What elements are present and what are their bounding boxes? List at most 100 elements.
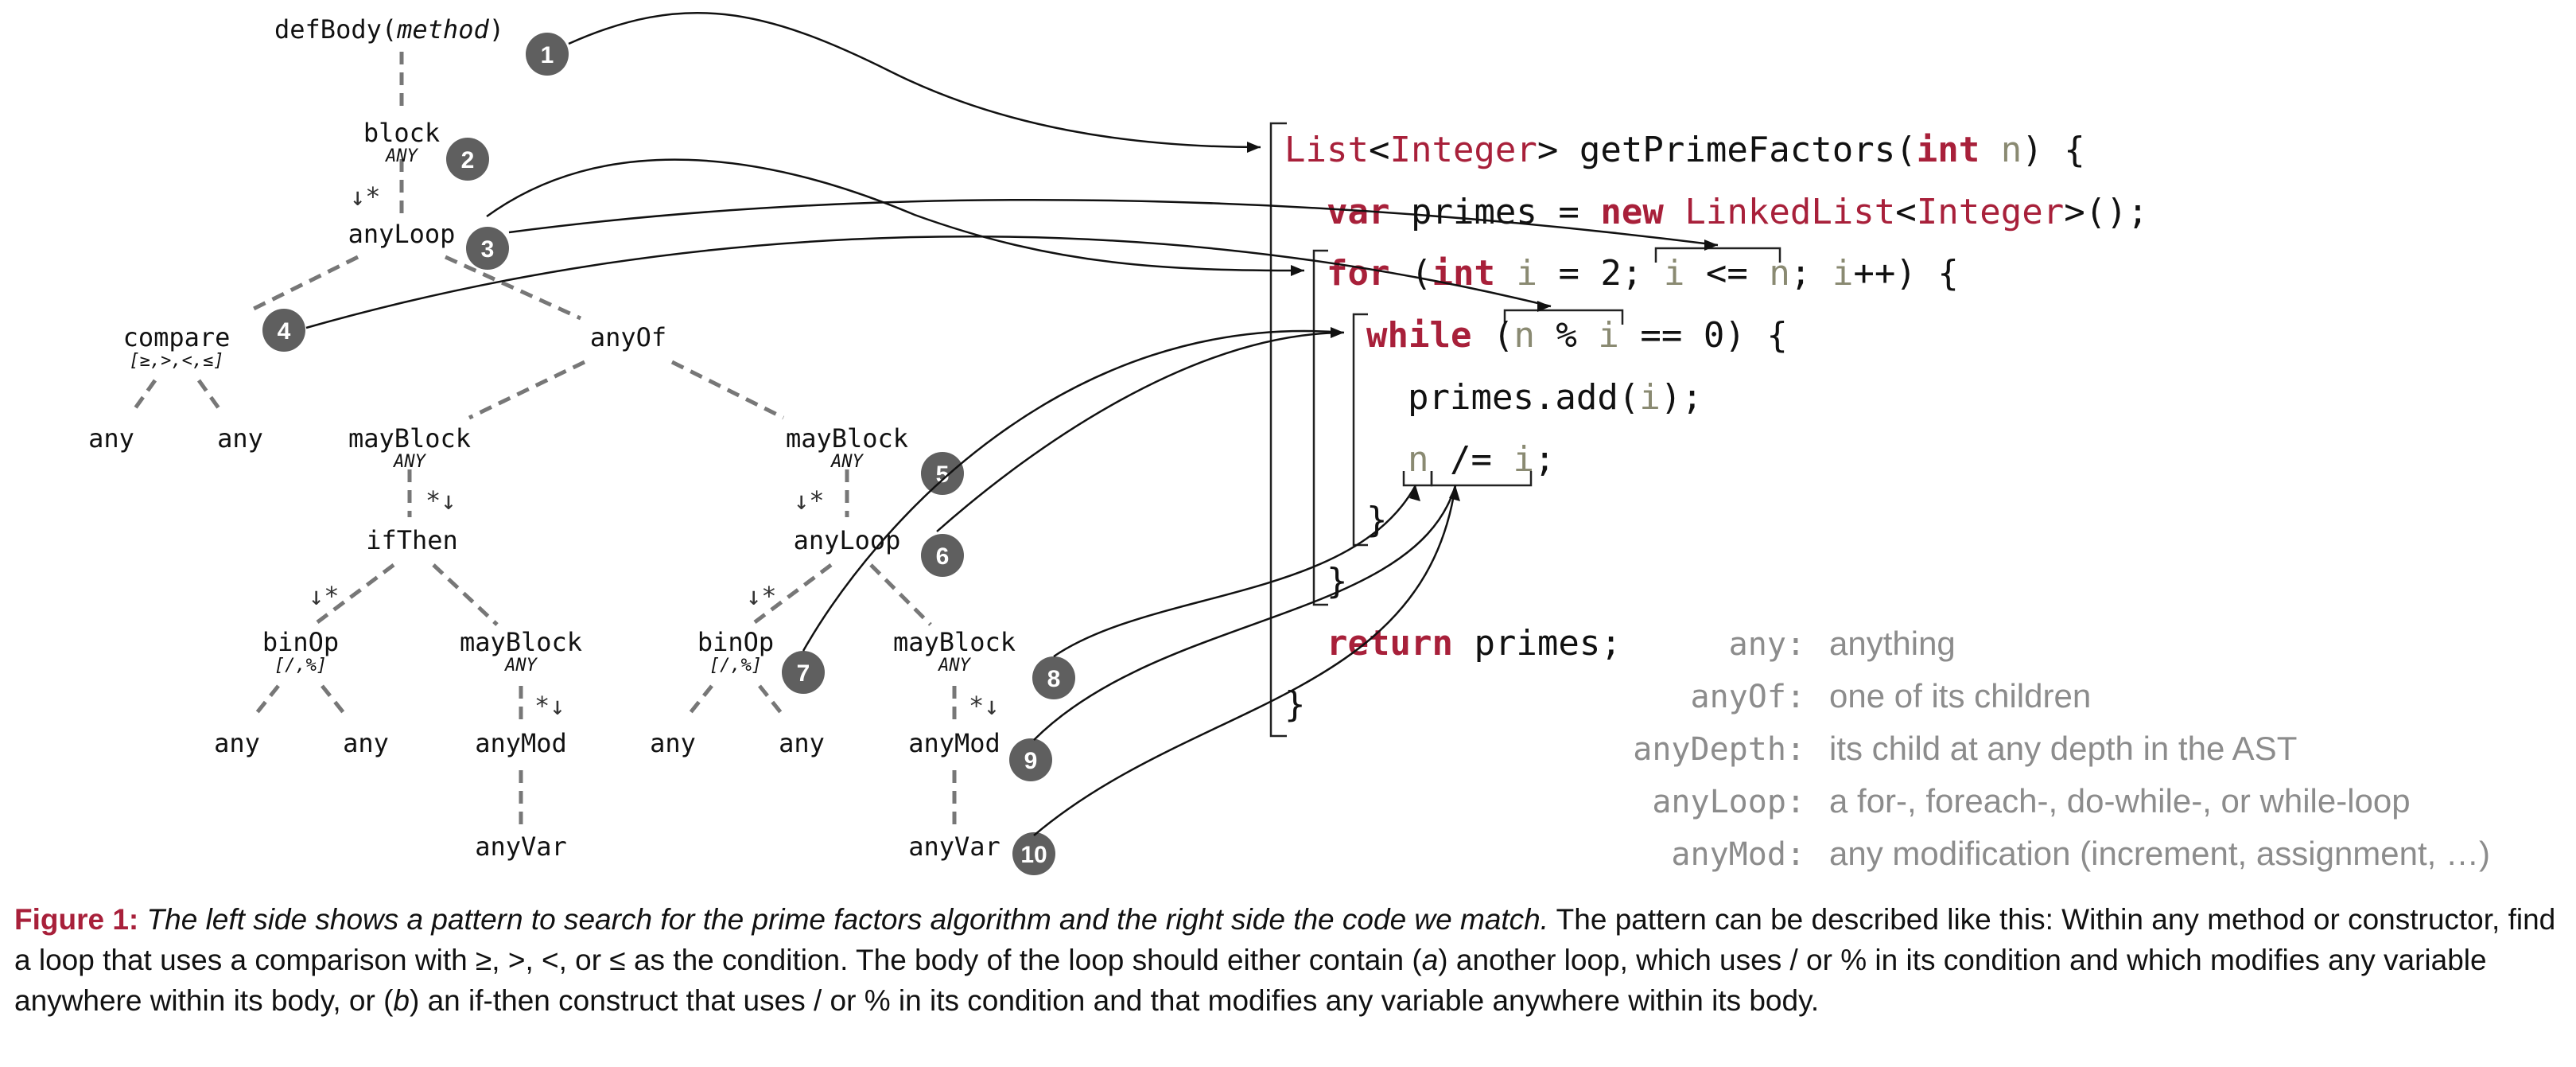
badge-7: 7	[782, 651, 825, 694]
descent-labels: ↓* *↓ ↓* ↓* ↓* *↓ *↓	[309, 181, 1000, 721]
svg-text:7: 7	[797, 660, 810, 687]
caption-italic: The left side shows a pattern to search …	[146, 903, 1549, 936]
svg-text:5: 5	[936, 461, 950, 488]
code-line: }	[1366, 500, 1388, 540]
node-mayblock-ifbody-sub: ANY	[503, 656, 538, 676]
node-mayblock-loop-sub: ANY	[830, 452, 864, 472]
legend-key: anyDepth:	[1633, 731, 1805, 768]
node-mayblock-loopbody: mayBlock	[893, 627, 1016, 657]
caption-a: a	[1421, 944, 1439, 976]
badge-9: 9	[1009, 738, 1052, 781]
code-token: List	[1284, 130, 1369, 170]
descent-label: ↓*	[746, 581, 777, 611]
code-token: <	[1369, 130, 1390, 170]
svg-text:4: 4	[278, 318, 291, 345]
code-token: /=	[1429, 439, 1513, 480]
svg-text:8: 8	[1047, 666, 1061, 692]
node-anyloop-outer: anyLoop	[348, 219, 456, 249]
svg-text:9: 9	[1024, 748, 1038, 774]
svg-text:2: 2	[461, 147, 475, 173]
code-line: var primes = new LinkedList<Integer>();	[1327, 192, 2148, 232]
code-token: Integer	[1389, 130, 1537, 170]
node-mayblock-if: mayBlock	[348, 423, 471, 454]
node-binop-if-any-right: any	[343, 728, 389, 758]
code-token: ;	[1534, 439, 1556, 480]
node-binop-if: binOp	[262, 627, 339, 657]
caption-text: ) another loop, which uses / or % in its…	[14, 944, 2487, 1017]
svg-text:10: 10	[1020, 842, 1047, 868]
code-listing: List<Integer> getPrimeFactors(int n) { v…	[1284, 130, 2148, 725]
node-anyvar-if: anyVar	[475, 831, 567, 862]
badge-8: 8	[1032, 656, 1075, 699]
code-token: int	[1917, 130, 1980, 170]
descent-label: ↓*	[309, 581, 340, 611]
node-anyloop-inner: anyLoop	[794, 525, 901, 555]
badge-3: 3	[466, 227, 509, 270]
node-binop-loop-any-right: any	[779, 728, 825, 758]
legend-desc: any modification (increment, assignment,…	[1829, 835, 2490, 872]
code-line: n /= i;	[1408, 439, 1555, 480]
caption-label: Figure 1:	[14, 903, 139, 936]
code-token	[1664, 192, 1685, 232]
figure-caption: Figure 1: The left side shows a pattern …	[14, 899, 2559, 1021]
code-line: }	[1284, 684, 1306, 725]
node-block: block	[363, 118, 440, 148]
code-token: Integer	[1917, 192, 2064, 232]
legend-desc: a for-, foreach-, do-while-, or while-lo…	[1829, 782, 2411, 820]
node-compare-sub: [≥,>,<,≤]	[129, 351, 223, 371]
code-token: i	[1639, 377, 1661, 418]
code-token	[1980, 130, 2001, 170]
code-token: while	[1366, 315, 1471, 356]
code-token: %	[1535, 315, 1598, 356]
caption-b: b	[393, 984, 410, 1017]
code-token: (	[1471, 315, 1513, 356]
code-token: i	[1598, 315, 1619, 356]
descent-label: *↓	[969, 691, 1000, 721]
caption-text: ) an if-then construct that uses / or % …	[410, 984, 1820, 1017]
code-token: for	[1327, 253, 1389, 294]
node-binop-if-any-left: any	[214, 728, 260, 758]
badge-4: 4	[262, 309, 305, 352]
code-line: return primes;	[1327, 623, 1622, 664]
code-token: n	[1513, 315, 1535, 356]
code-brackets	[1269, 122, 1781, 738]
connector-curves	[305, 12, 1719, 836]
legend: any: anything anyOf: one of its children…	[1633, 625, 2490, 873]
badge-10: 10	[1012, 832, 1055, 875]
svg-text:6: 6	[936, 543, 950, 570]
code-token: = 2;	[1537, 253, 1664, 294]
code-token: }	[1284, 684, 1306, 725]
descent-label: *↓	[425, 485, 457, 516]
code-token	[1495, 253, 1517, 294]
badge-6: 6	[921, 534, 964, 577]
node-defbody: defBody(method)	[274, 14, 504, 45]
code-token: n	[1769, 253, 1790, 294]
code-line: while (n % i == 0) {	[1366, 315, 1788, 356]
code-token: == 0) {	[1619, 315, 1788, 356]
legend-key: anyLoop:	[1652, 784, 1805, 820]
node-anyvar-loop: anyVar	[908, 831, 1000, 862]
node-mayblock-if-sub: ANY	[392, 452, 426, 472]
code-token: i	[1664, 253, 1685, 294]
code-token: n	[2001, 130, 2022, 170]
badge-5: 5	[921, 452, 964, 495]
caption-text: The pattern can be described like this: …	[14, 903, 2556, 976]
node-anymod-loop: anyMod	[908, 728, 1000, 758]
node-anyof: anyOf	[590, 322, 666, 352]
badge-1: 1	[526, 33, 569, 76]
code-token: primes.add(	[1408, 377, 1639, 418]
node-mayblock-loop: mayBlock	[786, 423, 908, 454]
descent-label: *↓	[534, 691, 565, 721]
code-token: <=	[1684, 253, 1769, 294]
node-mayblock-ifbody: mayBlock	[460, 627, 582, 657]
tree-nodes: defBody(method) block ANY anyLoop compar…	[88, 14, 1016, 862]
node-mayblock-loopbody-sub: ANY	[937, 656, 971, 676]
connector-arrowheads	[1247, 142, 1718, 501]
node-ifthen: ifThen	[366, 525, 458, 555]
tree-edges	[129, 52, 957, 828]
legend-desc: its child at any depth in the AST	[1829, 730, 2297, 767]
code-token: i	[1516, 253, 1537, 294]
code-token: n	[1408, 439, 1429, 480]
node-binop-loop-sub: [/,%]	[709, 656, 762, 676]
node-binop-loop-any-left: any	[650, 728, 696, 758]
